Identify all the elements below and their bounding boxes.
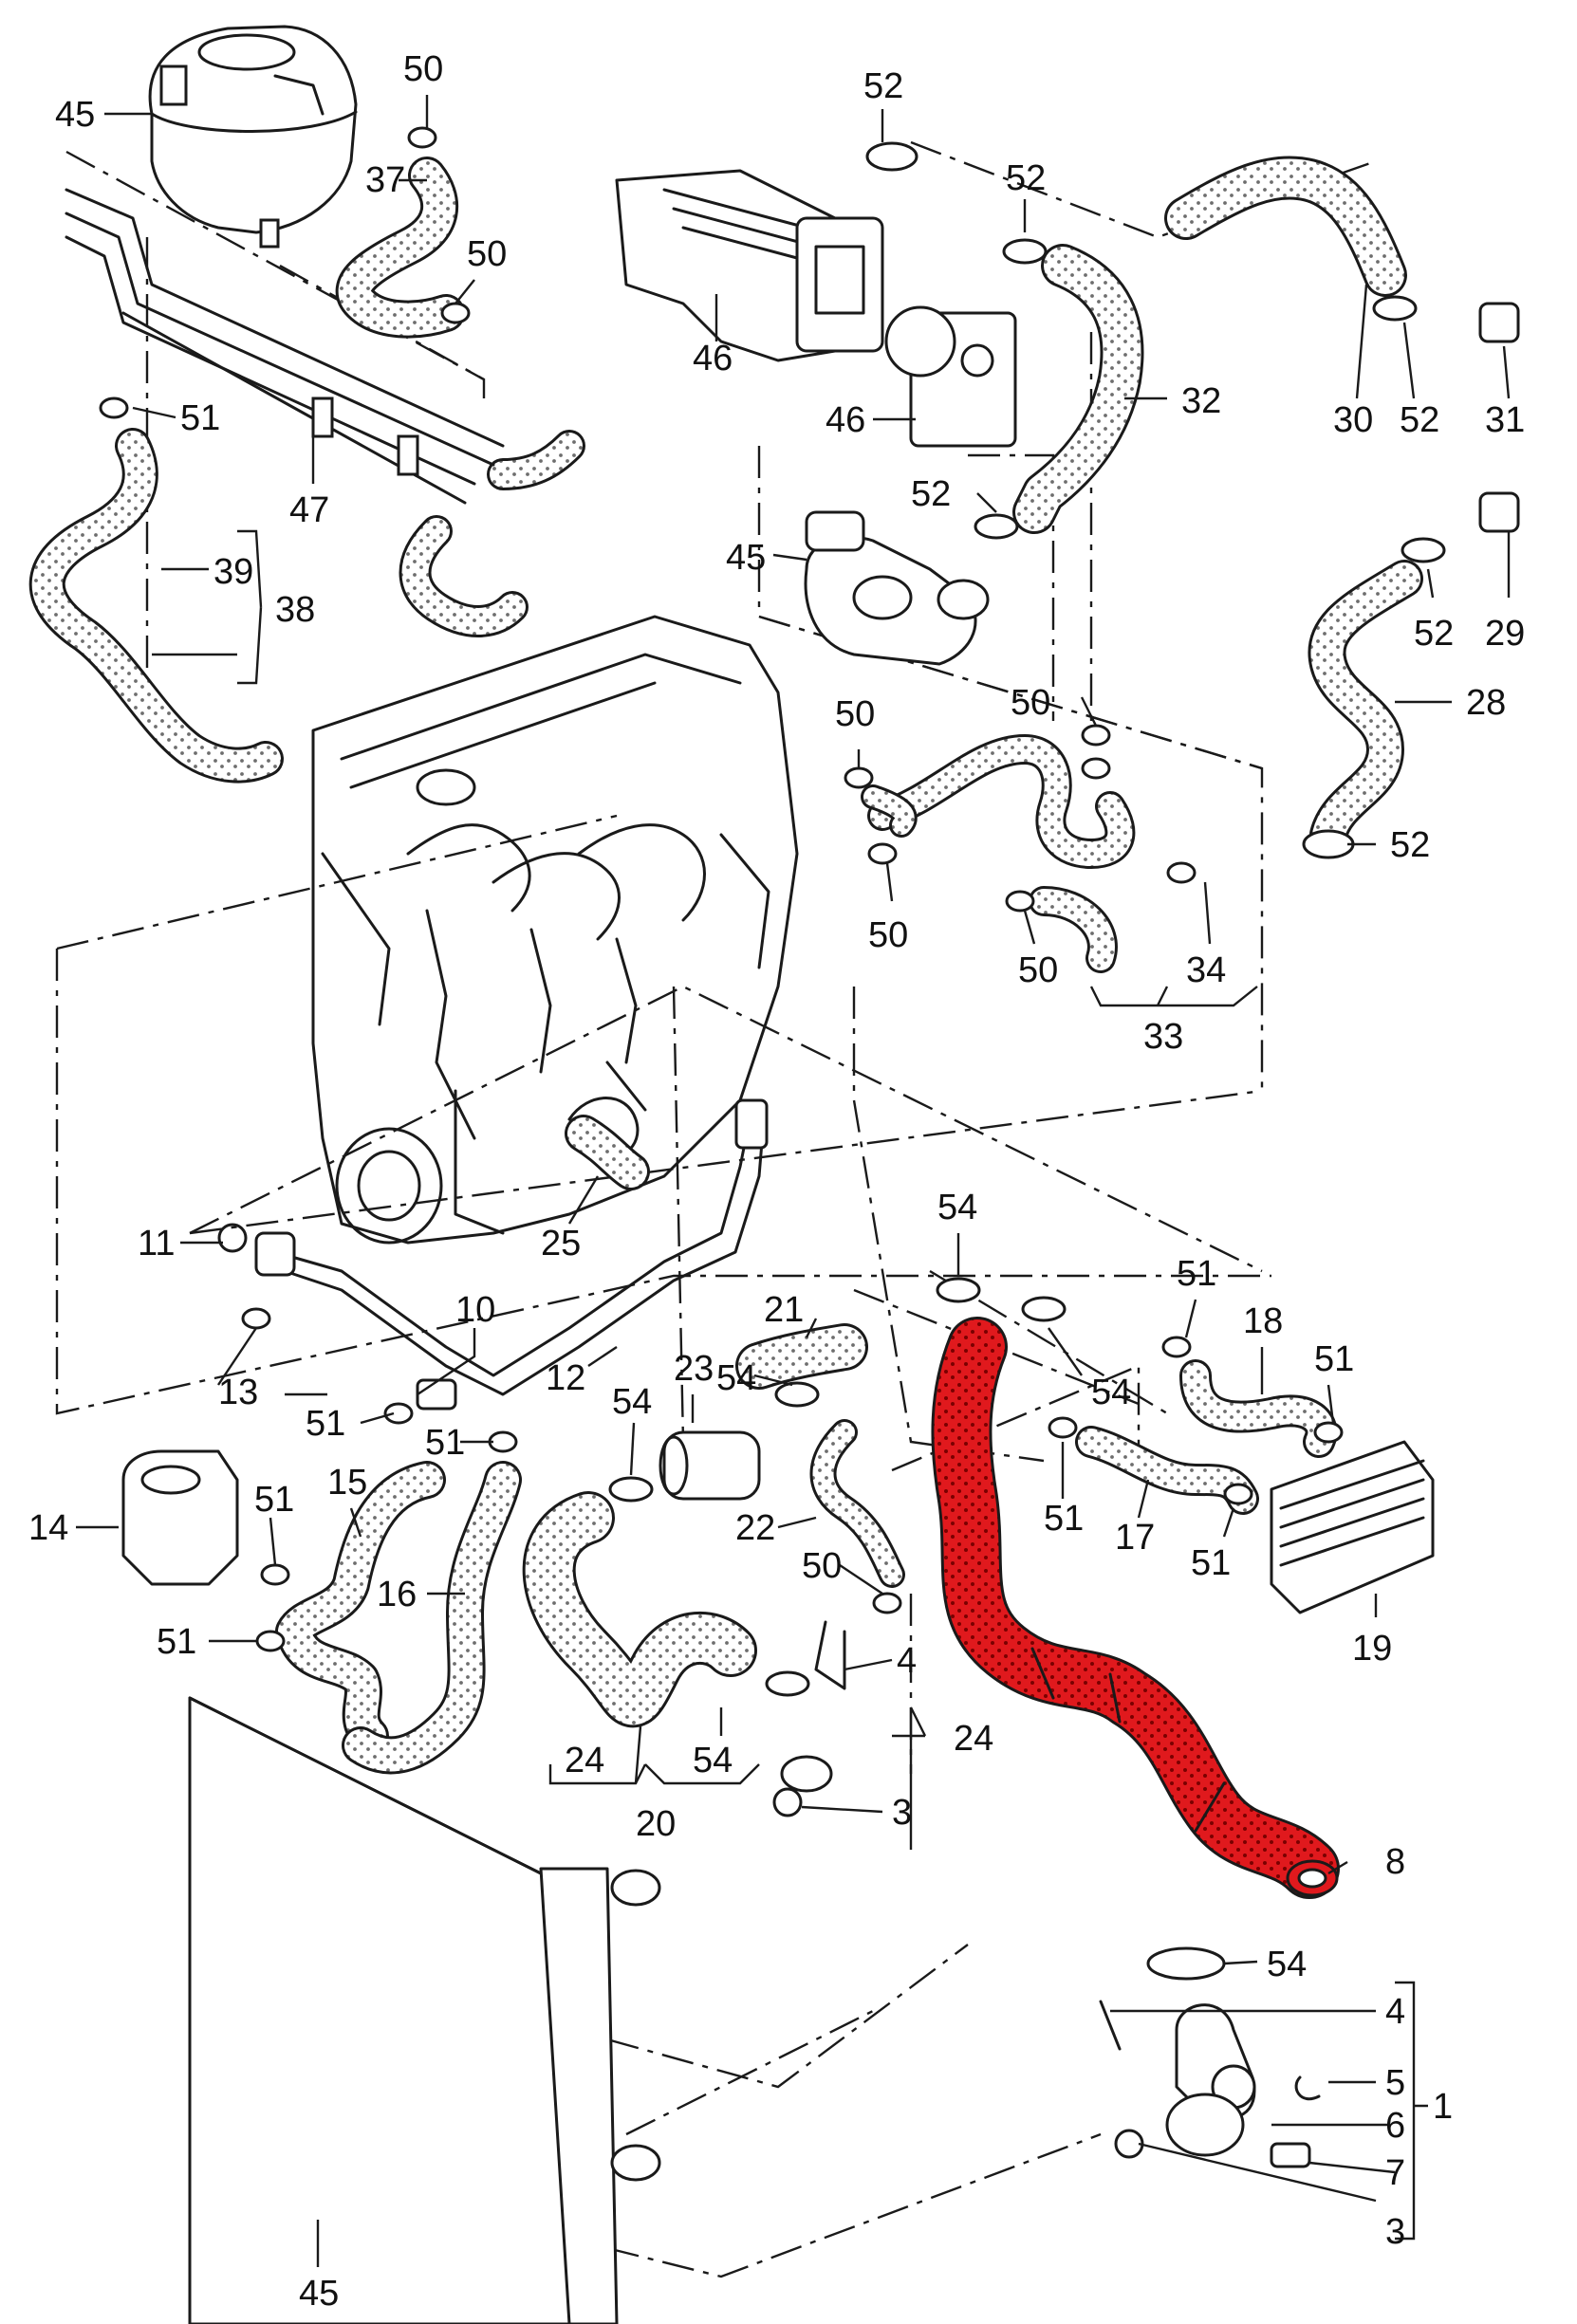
callout-1: 1 bbox=[1433, 2087, 1453, 2127]
assembly-boundary-lines bbox=[55, 140, 1377, 2278]
callout-12: 12 bbox=[546, 1358, 585, 1398]
callout-52-egr: 52 bbox=[1006, 158, 1046, 198]
callout-51-hose17: 51 bbox=[1044, 1499, 1084, 1539]
callout-47: 47 bbox=[289, 490, 329, 530]
callout-50-right: 50 bbox=[1018, 950, 1058, 990]
callout-51-hose18: 51 bbox=[1177, 1254, 1216, 1294]
callout-23: 23 bbox=[674, 1349, 714, 1389]
callout-51-left-a: 51 bbox=[306, 1404, 345, 1444]
callout-21: 21 bbox=[764, 1290, 804, 1330]
callout-17: 17 bbox=[1115, 1518, 1155, 1558]
callout-39: 39 bbox=[213, 552, 253, 592]
callout-51-reservoir: 51 bbox=[254, 1480, 294, 1520]
callout-37: 37 bbox=[365, 160, 405, 200]
callout-50-hose37: 50 bbox=[467, 234, 507, 274]
callout-28: 28 bbox=[1466, 683, 1506, 723]
callout-4-upper: 4 bbox=[897, 1641, 917, 1681]
callout-22: 22 bbox=[735, 1508, 775, 1548]
callout-3-lower: 3 bbox=[1385, 2212, 1405, 2252]
callout-24-right: 24 bbox=[954, 1719, 993, 1759]
callout-51-pipes: 51 bbox=[180, 398, 220, 438]
callout-54-hose8: 54 bbox=[1091, 1373, 1131, 1412]
callout-31: 31 bbox=[1485, 400, 1525, 440]
callout-38: 38 bbox=[275, 590, 315, 630]
callout-54-lower-right: 54 bbox=[1267, 1945, 1307, 1984]
callout-29: 29 bbox=[1485, 614, 1525, 654]
callout-51-cooler-bottom: 51 bbox=[1191, 1543, 1231, 1583]
callout-7: 7 bbox=[1385, 2153, 1405, 2193]
radiator-45 bbox=[188, 1696, 661, 2324]
leader-lines bbox=[76, 95, 1511, 2267]
callout-4-lower: 4 bbox=[1385, 1992, 1405, 2032]
callout-50-upper-right: 50 bbox=[1011, 683, 1050, 723]
callout-46-egr-valve: 46 bbox=[826, 400, 865, 440]
callout-8: 8 bbox=[1385, 1842, 1405, 1882]
callout-11: 11 bbox=[138, 1224, 175, 1263]
engine-block bbox=[311, 615, 799, 1245]
callout-50-middle: 50 bbox=[835, 694, 875, 734]
callout-34: 34 bbox=[1186, 950, 1226, 990]
callout-52-hose30: 52 bbox=[1400, 400, 1439, 440]
callout-24-left: 24 bbox=[565, 1741, 604, 1780]
callout-52-lower: 52 bbox=[1390, 825, 1430, 865]
callout-3-upper: 3 bbox=[892, 1793, 912, 1833]
callout-45-radiator: 45 bbox=[299, 2274, 339, 2314]
callout-52-hose28: 52 bbox=[1414, 614, 1454, 654]
callout-51-cooler-top: 51 bbox=[1314, 1339, 1354, 1379]
callout-10: 10 bbox=[455, 1290, 495, 1330]
callout-15: 15 bbox=[327, 1463, 367, 1503]
callout-33: 33 bbox=[1143, 1017, 1183, 1057]
callout-19: 19 bbox=[1352, 1629, 1392, 1669]
coolant-pipe-10 bbox=[254, 1098, 769, 1411]
callout-54-upper: 54 bbox=[937, 1188, 977, 1227]
callout-20: 20 bbox=[636, 1804, 676, 1844]
callout-51-radiator: 51 bbox=[157, 1622, 196, 1662]
callout-30: 30 bbox=[1333, 400, 1373, 440]
hose-8-joints bbox=[1030, 1647, 1339, 1897]
callout-54-lower-left: 54 bbox=[693, 1741, 733, 1780]
callout-50-hose22: 50 bbox=[802, 1546, 842, 1586]
callout-50-tank-clamp: 50 bbox=[403, 49, 443, 89]
callout-51-left-b: 51 bbox=[425, 1423, 465, 1463]
hose-clamps bbox=[99, 126, 1446, 1793]
expansion-tank-top bbox=[148, 25, 358, 249]
callout-14: 14 bbox=[28, 1508, 68, 1548]
callout-6: 6 bbox=[1385, 2106, 1405, 2146]
callout-18: 18 bbox=[1243, 1301, 1283, 1341]
callout-32: 32 bbox=[1181, 381, 1221, 421]
callout-45-flange: 45 bbox=[726, 538, 766, 578]
callout-52-top: 52 bbox=[863, 66, 903, 106]
callout-52-hose32: 52 bbox=[911, 474, 951, 514]
mechanical-parts bbox=[121, 169, 1520, 2168]
callout-45-tank: 45 bbox=[55, 95, 95, 135]
callout-16: 16 bbox=[377, 1575, 417, 1614]
coolant-hoses bbox=[28, 156, 1423, 1899]
callout-46-egr-cooler: 46 bbox=[693, 339, 733, 378]
callout-13: 13 bbox=[218, 1373, 258, 1412]
callout-5: 5 bbox=[1385, 2063, 1405, 2103]
callout-54-hose24: 54 bbox=[612, 1382, 652, 1422]
callout-54-pump: 54 bbox=[716, 1358, 756, 1398]
callout-50-left: 50 bbox=[868, 915, 908, 955]
cooler-pipes-47 bbox=[65, 188, 505, 505]
callout-25: 25 bbox=[541, 1224, 581, 1263]
callout-labels: 45 50 37 50 51 47 39 38 52 52 46 46 32 3… bbox=[28, 49, 1525, 2314]
